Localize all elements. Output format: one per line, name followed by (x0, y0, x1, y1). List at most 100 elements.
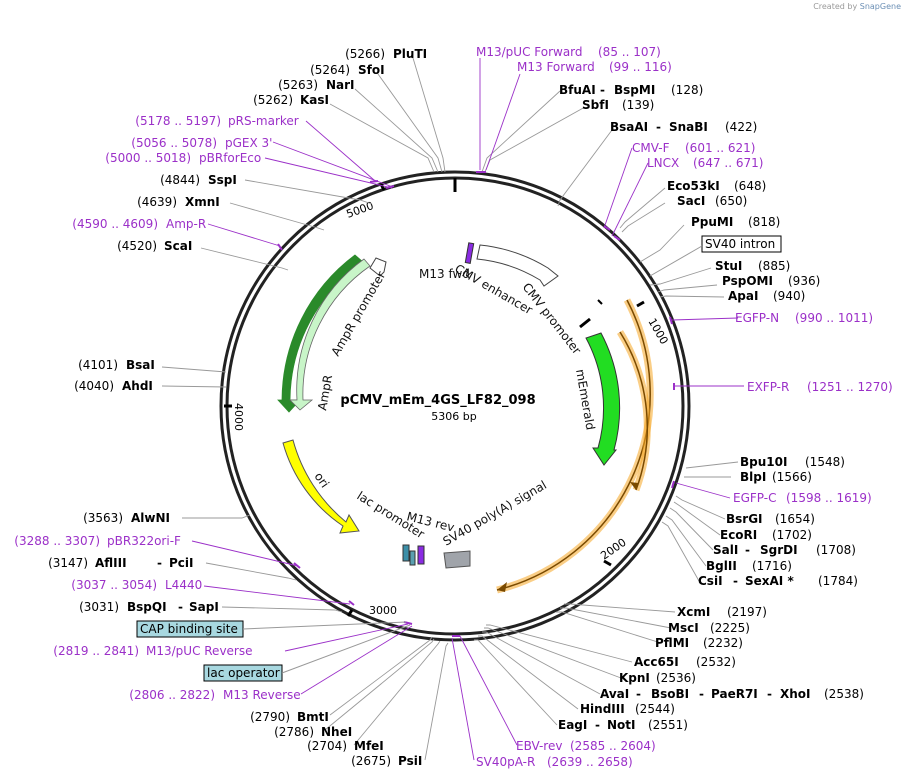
ori-arrow (282, 439, 360, 534)
enzyme-bfuai: BfuAI (559, 83, 596, 97)
orf-arrowhead-inner (630, 482, 638, 490)
cap-binding-site-label: CAP binding site (140, 622, 238, 636)
enzyme-eagi: EagI (558, 718, 587, 732)
enzyme-snabi: SnaBI (669, 120, 708, 134)
primer-range-egfp-c: (1598 .. 1619) (786, 491, 872, 505)
lac-operator-block (409, 550, 416, 566)
enzyme-bspqi-sep: - (178, 600, 183, 614)
lac-operator-leader (281, 624, 411, 674)
enzyme-bmti: BmtI (297, 710, 329, 724)
enzyme-psii: PsiI (398, 754, 422, 768)
enzyme-avai-sep3: - (767, 687, 772, 701)
enzyme-nhei: NheI (321, 725, 352, 739)
enzyme-sgrdi: SgrDI (760, 543, 798, 557)
watermark-brand: SnapGene (859, 2, 901, 11)
enzyme-hindiii: HindIII (580, 702, 625, 716)
primer-lncx: LNCX (647, 156, 679, 170)
ampr-arrow (289, 258, 371, 411)
enzyme-pos-blpi: (1566) (772, 470, 812, 484)
enzyme-pos-ppumi: (818) (748, 215, 780, 229)
primer-egfp-c: EGFP-C (733, 491, 776, 505)
enzyme-avai-sep1: - (636, 687, 641, 701)
primer-labels: M13/pUC Forward (85 .. 107) M13 Forward … (14, 45, 892, 769)
enzyme-bsaai: BsaAI (610, 120, 648, 134)
enzyme-pos-bfuai: (128) (671, 83, 703, 97)
boxed-labels: SV40 intron CAP binding site lac operato… (136, 235, 782, 682)
enzyme-sapi: SapI (189, 600, 219, 614)
enzyme-pos-nari: (5263) (278, 78, 318, 92)
primer-pgex3: pGEX 3' (225, 136, 272, 150)
cmv-enhancer-arrow (476, 244, 559, 287)
primer-range-pbrforeco: (5000 .. 5018) (105, 151, 191, 165)
enzyme-afliii: AflIII (95, 556, 127, 570)
enzyme-alwni: AlwNI (131, 511, 170, 525)
primer-m13-forward: M13 Forward (517, 60, 595, 74)
primer-ebv-rev: EBV-rev (516, 739, 562, 753)
primer-egfp-n: EGFP-N (735, 311, 779, 325)
primer-range-ebv-rev: (2585 .. 2604) (570, 739, 656, 753)
enzyme-sspi: SspI (208, 173, 237, 187)
enzyme-pos-msci: (2225) (710, 621, 750, 635)
enzyme-pos-bsai: (4101) (78, 358, 118, 372)
enzyme-paer7i: PaeR7I (711, 687, 758, 701)
primer-m13-reverse: M13 Reverse (223, 688, 301, 702)
enzyme-pflmi: PflMI (655, 636, 689, 650)
cap-binding-block (402, 544, 410, 562)
feature-label-ampr: AmpR (315, 374, 335, 412)
enzyme-pos-noti: (2551) (648, 718, 688, 732)
cmv-promoter-marker (579, 317, 591, 329)
enzyme-sali-sep: - (745, 543, 750, 557)
primer-range-prs-marker: (5178 .. 5197) (135, 114, 221, 128)
tick-mark-2000 (603, 559, 612, 567)
m13-rev-block (417, 545, 425, 565)
enzyme-nari: NarI (326, 78, 355, 92)
primer-range-m13-forward: (99 .. 116) (609, 60, 672, 74)
m13-fwd-primer-site (464, 242, 475, 264)
enzyme-pos-afliii: (3147) (48, 556, 88, 570)
primer-range-exfp-r: (1251 .. 1270) (807, 380, 893, 394)
ampr-promoter-arrow (369, 257, 387, 277)
enzyme-pcii: PciI (169, 556, 194, 570)
enzyme-sbfi: SbfI (582, 98, 609, 112)
orf-arrowhead-outer (497, 582, 507, 592)
primer-cmv-f: CMV-F (632, 141, 670, 155)
enzyme-xmni: XmnI (185, 195, 220, 209)
enzyme-pos-stui: (885) (758, 259, 790, 273)
enzyme-saci: SacI (677, 194, 705, 208)
enzyme-pos-apai: (940) (773, 289, 805, 303)
enzyme-avai: AvaI (600, 687, 629, 701)
enzyme-pos-xmni: (4639) (137, 195, 177, 209)
tick-label-4000: 4000 (232, 403, 245, 431)
tick-mark-1000 (636, 300, 645, 308)
enzyme-pos-pluti: (5266) (345, 47, 385, 61)
tick-label-5000: 5000 (345, 199, 376, 221)
enzyme-kpni: KpnI (619, 671, 650, 685)
enzyme-pos-bsrgi: (1654) (775, 512, 815, 526)
enzyme-eagi-sep: - (595, 718, 600, 732)
primer-range-m13-puc-forward: (85 .. 107) (598, 45, 661, 59)
feature-label-m13-fwd: M13 fwd (419, 267, 470, 281)
enzyme-bspmi: BspMI (614, 83, 655, 97)
enzyme-afliii-sep: - (157, 556, 162, 570)
enzyme-ppumi: PpuMI (691, 215, 733, 229)
enzyme-bsai: BsaI (126, 358, 155, 372)
tick-label-3000: 3000 (369, 604, 397, 617)
primer-m13-puc-forward: M13/pUC Forward (476, 45, 583, 59)
primer-range-sv40pa-r: (2639 .. 2658) (547, 755, 633, 769)
feature-label-cmv-promoter: CMV promoter (520, 280, 584, 357)
primer-pbrforeco: pBRforEco (199, 151, 261, 165)
tick-mark-5000 (379, 183, 386, 191)
enzyme-bpu10i: Bpu10I (740, 455, 787, 469)
enzyme-pos-kasi: (5262) (253, 93, 293, 107)
enzyme-bsrgi: BsrGI (726, 512, 763, 526)
enzyme-sali: SalI (713, 543, 738, 557)
enzyme-pos-pflmi: (2232) (703, 636, 743, 650)
enzyme-sfoi: SfoI (358, 63, 385, 77)
plasmid-size: 5306 bp (431, 410, 476, 423)
plasmid-name: pCMV_mEm_4GS_LF82_098 (340, 393, 535, 408)
enzyme-scai: ScaI (164, 239, 192, 253)
primer-range-cmv-f: (601 .. 621) (685, 141, 755, 155)
primer-sv40pa-r: SV40pA-R (476, 755, 535, 769)
enzyme-pos-saci: (650) (715, 194, 747, 208)
cap-binding-site-leader (242, 621, 407, 630)
